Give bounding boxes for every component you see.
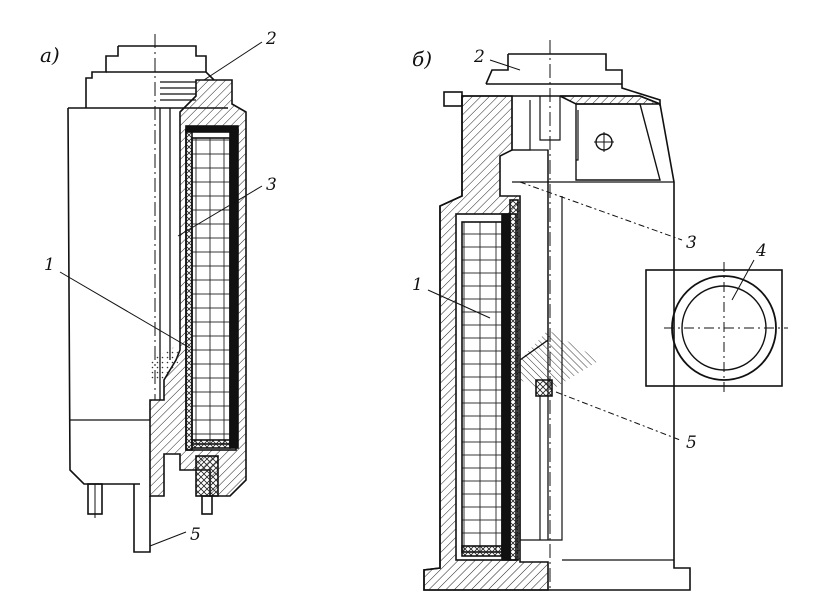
panel-a-leader-3 — [177, 185, 263, 237]
panel-b-drawing — [423, 40, 788, 591]
panel-a-coil — [191, 137, 231, 445]
panel-a-label: а) — [40, 43, 60, 67]
panel-b-label: б) — [412, 47, 432, 71]
panel-b-cap-outline — [508, 53, 661, 106]
panel-b-callout-3: 3 — [686, 233, 697, 253]
panel-b-leader-3 — [519, 181, 683, 241]
panel-a-drawing — [59, 34, 263, 553]
panel-a-cap-outline — [85, 46, 119, 108]
panel-b-leader-1 — [427, 289, 491, 319]
panel-b-callout-1: 1 — [412, 275, 423, 295]
panel-b-coil — [461, 221, 503, 553]
panel-a-cylinder-outline — [67, 107, 140, 485]
panel-a-leader-5 — [149, 531, 187, 547]
panel-a-leader-1 — [59, 271, 191, 349]
panel-a-leader-2 — [203, 41, 263, 81]
panel-b-callout-5: 5 — [686, 433, 697, 453]
panel-b-side-box — [645, 269, 783, 387]
panel-a-callout-1: 1 — [44, 255, 55, 275]
panel-a-callout-2: 2 — [265, 29, 277, 49]
panel-a-callout-3: 3 — [266, 175, 277, 195]
panel-b-leader-2 — [489, 59, 521, 71]
panel-b-callout-4: 4 — [755, 241, 767, 261]
panel-b-leader-5 — [555, 391, 681, 441]
panel-b-callout-2: 2 — [473, 47, 485, 67]
panel-b-leader-4 — [731, 259, 755, 301]
panel-a-callout-5: 5 — [190, 525, 201, 545]
